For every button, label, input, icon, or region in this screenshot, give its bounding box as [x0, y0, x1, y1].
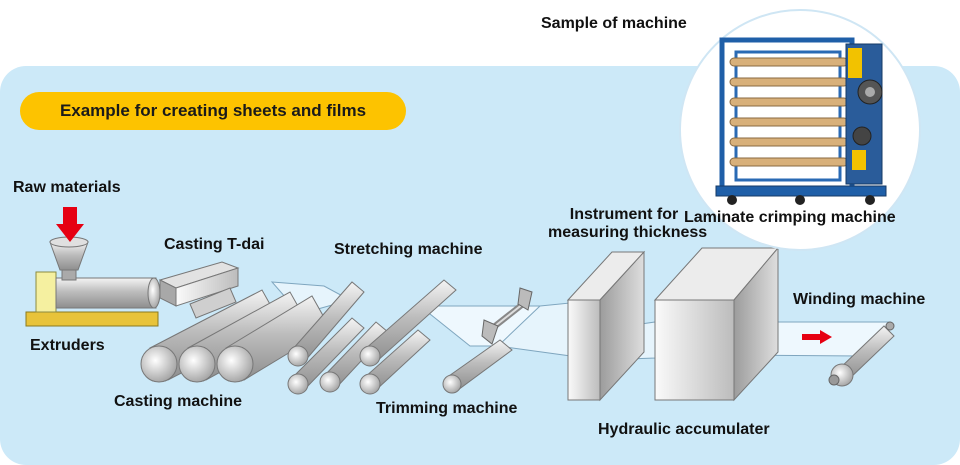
label-laminate-crimping: Laminate crimping machine: [684, 209, 896, 226]
label-stretching-machine: Stretching machine: [334, 241, 483, 258]
extruder: [25, 236, 161, 327]
label-raw-materials: Raw materials: [13, 179, 121, 196]
raw-materials-arrow: [56, 207, 84, 242]
label-instrument: Instrument for measuring thickness: [548, 206, 708, 243]
label-trimming-machine: Trimming machine: [376, 400, 518, 417]
winding-machine: [802, 321, 895, 387]
sample-machine-photo: [679, 9, 921, 251]
label-hydraulic-accumulater: Hydraulic accumulater: [598, 421, 770, 438]
casting-rollers: [140, 289, 331, 383]
label-instrument-line2: measuring thickness: [548, 224, 708, 242]
label-casting-machine: Casting machine: [114, 393, 243, 410]
direction-arrow: [802, 330, 832, 344]
hydraulic-accumulator: [653, 246, 780, 402]
stretching-rollers: [287, 279, 457, 395]
label-casting-tdai: Casting T-dai: [164, 236, 265, 253]
trimming-assembly: [442, 287, 533, 394]
heading-pill: Example for creating sheets and films: [20, 92, 406, 130]
casting-tdai: [158, 261, 240, 319]
thickness-instrument: [566, 250, 646, 402]
label-extruders: Extruders: [30, 337, 105, 354]
label-winding-machine: Winding machine: [793, 291, 926, 308]
sample-title: Sample of machine: [541, 15, 687, 32]
label-instrument-line1: Instrument for: [569, 206, 679, 223]
